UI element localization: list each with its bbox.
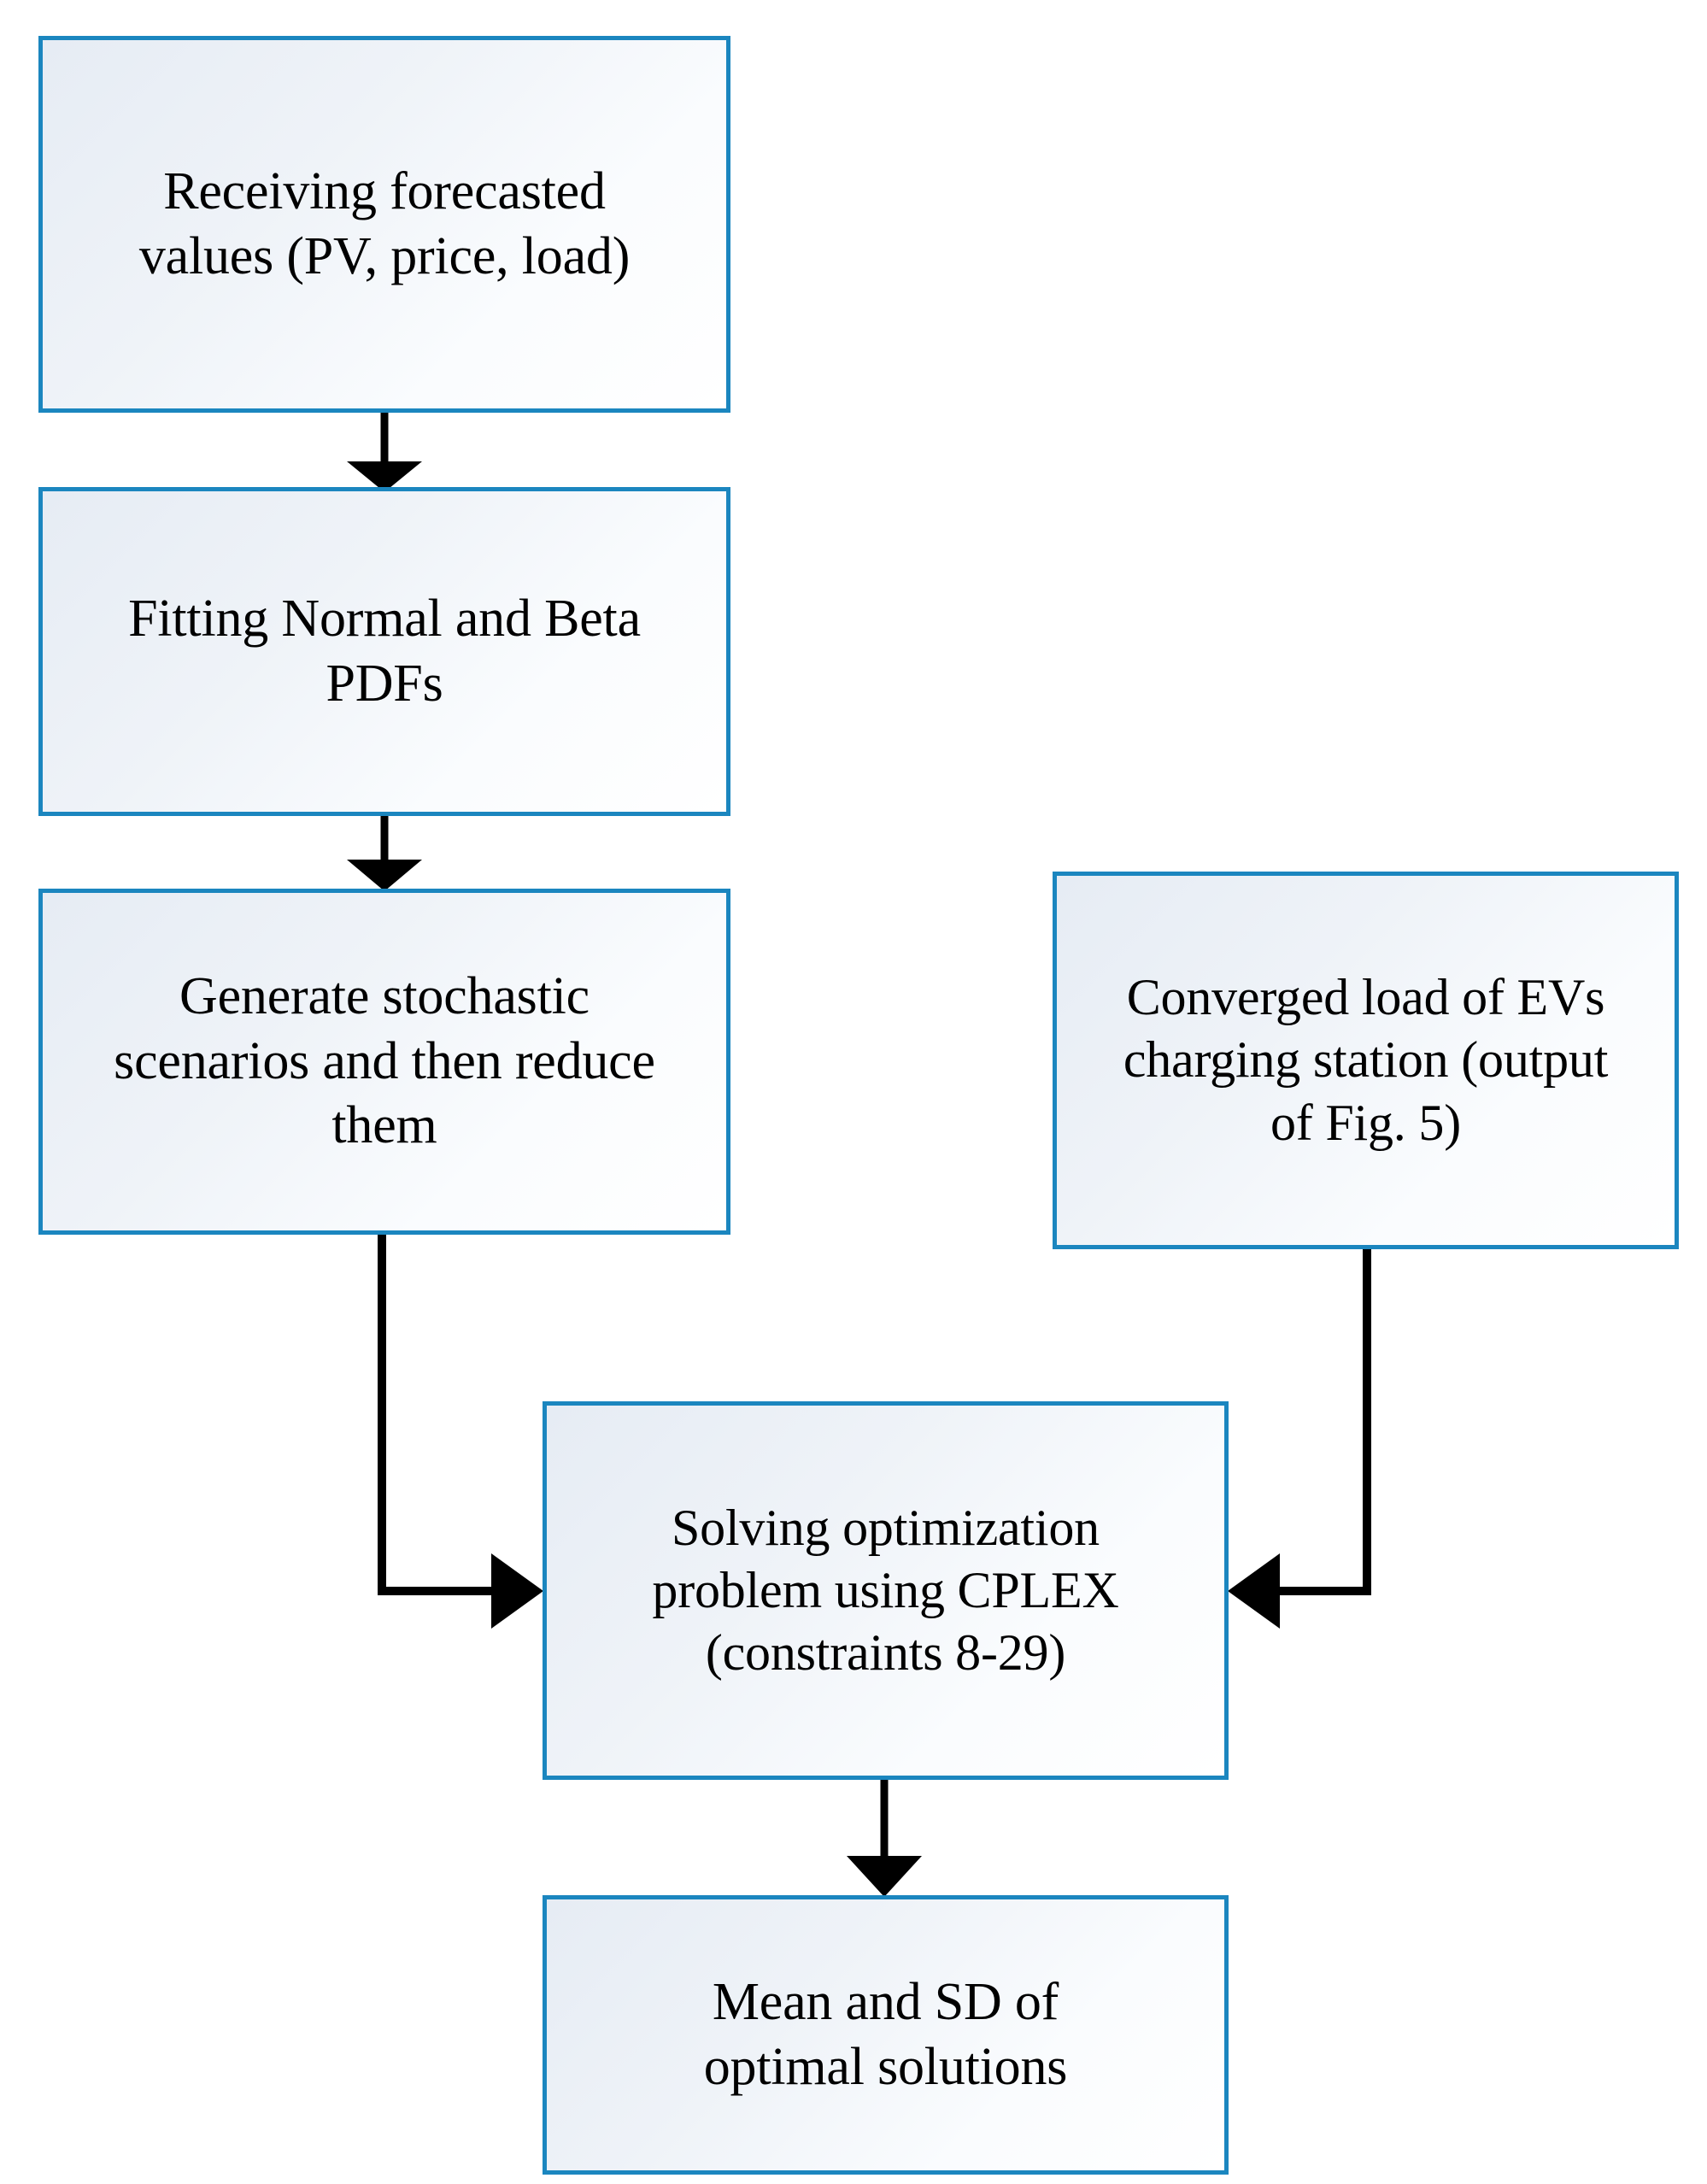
edge-pdf-to-scenarios bbox=[347, 814, 422, 891]
edge-cplex-to-output bbox=[847, 1778, 922, 1897]
node-converged-ev-load[interactable]: Converged load of EVs charging station (… bbox=[1053, 872, 1679, 1249]
node-solve-with-cplex[interactable]: Solving optimization problem using CPLEX… bbox=[543, 1401, 1229, 1780]
edge-scenarios-to-cplex bbox=[378, 1230, 543, 1629]
node-label: Receiving forecasted values (PV, price, … bbox=[138, 161, 631, 285]
edge-evload-to-cplex bbox=[1228, 1244, 1371, 1629]
node-label: Generate stochastic scenarios and then r… bbox=[114, 967, 655, 1155]
node-generate-scenarios[interactable]: Generate stochastic scenarios and then r… bbox=[38, 889, 730, 1235]
node-label: Converged load of EVs charging station (… bbox=[1123, 969, 1609, 1151]
node-label: Mean and SD of optimal solutions bbox=[703, 1972, 1068, 2096]
node-receiving-forecasted-values[interactable]: Receiving forecasted values (PV, price, … bbox=[38, 36, 730, 413]
edge-forecast-to-pdf bbox=[347, 411, 422, 492]
node-mean-and-sd-output[interactable]: Mean and SD of optimal solutions bbox=[543, 1895, 1229, 2175]
node-label: Fitting Normal and Beta PDFs bbox=[128, 589, 641, 713]
node-label: Solving optimization problem using CPLEX… bbox=[652, 1499, 1119, 1682]
node-fitting-pdfs[interactable]: Fitting Normal and Beta PDFs bbox=[38, 487, 730, 816]
